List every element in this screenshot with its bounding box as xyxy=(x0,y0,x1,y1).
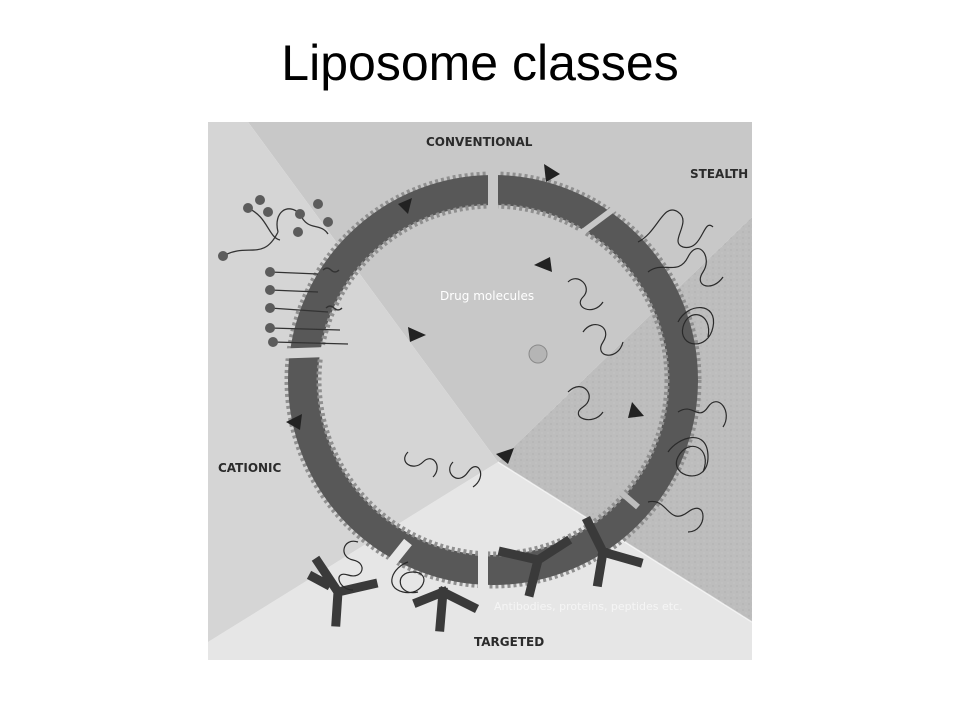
drug-molecule-icon xyxy=(628,402,644,418)
drug-molecule-icon xyxy=(534,257,552,272)
label-drug-molecules: Drug molecules xyxy=(440,289,534,303)
drug-molecule-icon xyxy=(496,448,514,464)
antibody-icon xyxy=(412,585,480,632)
drug-molecule-icon xyxy=(408,327,426,342)
label-cationic: CATIONIC xyxy=(218,461,282,475)
cationic-head-groups xyxy=(218,195,333,347)
label-conventional: CONVENTIONAL xyxy=(426,135,533,149)
antibody-icon xyxy=(497,535,573,598)
label-ligands: Antibodies, proteins, peptides etc. xyxy=(494,600,683,613)
cationic-lipid-chains xyxy=(222,207,349,345)
antibody-icon xyxy=(581,515,644,588)
cationic-quadrant xyxy=(208,122,498,642)
encapsulated-particle xyxy=(528,344,548,364)
drug-molecule-icon xyxy=(398,198,412,214)
targeted-polymer-coils xyxy=(338,451,482,594)
peg-polymer-coils xyxy=(567,209,727,533)
label-stealth: STEALTH xyxy=(690,167,748,181)
antibody-icon xyxy=(306,555,379,627)
drug-molecule-icon xyxy=(544,164,560,182)
drug-molecule-icons xyxy=(286,164,644,464)
label-targeted: TARGETED xyxy=(474,635,544,649)
liposome-classes-diagram: CONVENTIONAL STEALTH CATIONIC TARGETED D… xyxy=(208,122,752,660)
antibody-ligands xyxy=(306,515,644,632)
slide-title: Liposome classes xyxy=(281,35,679,91)
drug-molecule-icon xyxy=(286,414,302,430)
conventional-quadrant xyxy=(248,122,752,462)
